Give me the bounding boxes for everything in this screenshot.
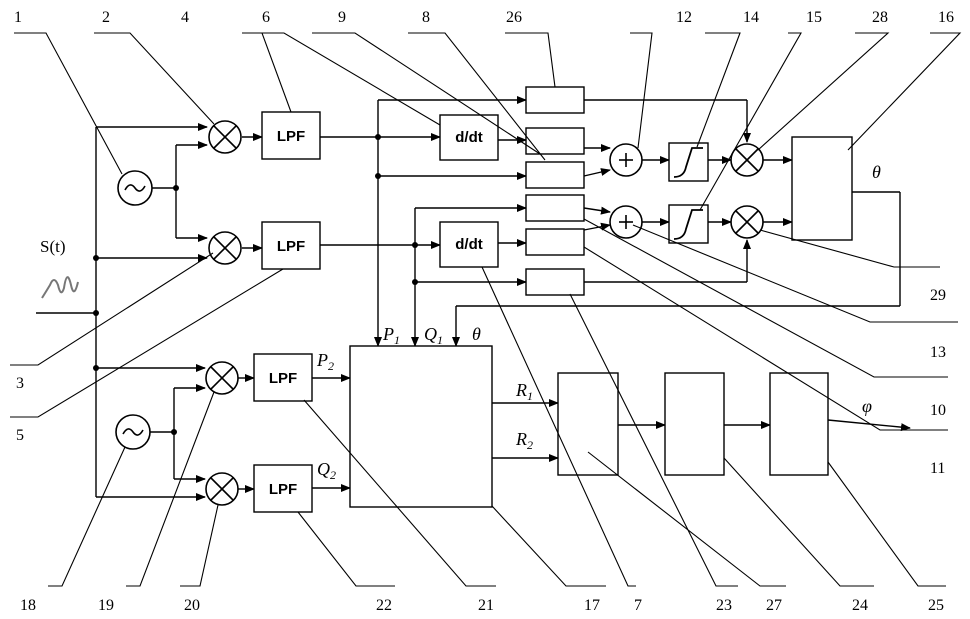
small-block-11 — [526, 269, 584, 295]
ref-number: 3 — [16, 375, 24, 392]
adder-13 — [610, 206, 642, 238]
ref-number: 5 — [16, 427, 24, 444]
ref-number: 26 — [506, 9, 522, 26]
q2-label: Q2 — [317, 459, 336, 482]
theta-output-label: θ — [872, 162, 881, 182]
mixer-20 — [206, 473, 238, 505]
ref-number: 27 — [766, 597, 782, 614]
theta-input-label: θ — [472, 324, 481, 344]
lpf-label-4: LPF — [277, 128, 305, 145]
ref-number: 20 — [184, 597, 200, 614]
ref-number: 6 — [262, 9, 270, 26]
small-block-10 — [526, 229, 584, 255]
mixer-3 — [209, 232, 241, 264]
ddt-label-7: d/dt — [455, 236, 483, 253]
mixer-19 — [206, 362, 238, 394]
ref-number: 1 — [14, 9, 22, 26]
ref-number: 21 — [478, 597, 494, 614]
ref-number: 14 — [743, 9, 759, 26]
ref-number: 9 — [338, 9, 346, 26]
mixer-29 — [731, 206, 763, 238]
ref-number: 4 — [181, 9, 189, 26]
ref-number: 17 — [584, 597, 600, 614]
input-signal-label: S(t) — [40, 237, 66, 256]
mixer-2 — [209, 121, 241, 153]
ref-number: 11 — [930, 460, 945, 477]
q1-label: Q1 — [424, 324, 443, 347]
lpf-label-21: LPF — [269, 481, 297, 498]
lpf-label-22: LPF — [269, 370, 297, 387]
ref-number: 2 — [102, 9, 110, 26]
adder-12 — [610, 144, 642, 176]
ref-number: 15 — [806, 9, 822, 26]
p2-label: P2 — [316, 350, 334, 373]
central-block-17 — [350, 346, 492, 507]
ref-number: 19 — [98, 597, 114, 614]
small-block-8 — [526, 162, 584, 188]
block-24 — [770, 373, 828, 475]
ddt-label-6: d/dt — [455, 129, 483, 146]
block-16 — [792, 137, 852, 240]
ref-number: 12 — [676, 9, 692, 26]
ref-number: 24 — [852, 597, 868, 614]
ref-number: 28 — [872, 9, 888, 26]
oscillator-1 — [118, 171, 152, 205]
block-23 — [558, 373, 618, 475]
r1-label: R1 — [515, 380, 533, 403]
phi-output-label: φ — [862, 396, 872, 416]
ref-number: 7 — [634, 597, 642, 614]
ref-number: 29 — [930, 287, 946, 304]
ref-number: 18 — [20, 597, 36, 614]
ref-number: 13 — [930, 344, 946, 361]
r2-label: R2 — [515, 429, 533, 452]
p1-label: P1 — [382, 324, 400, 347]
ref-number: 10 — [930, 402, 946, 419]
mixer-28 — [731, 144, 763, 176]
lpf-label-5: LPF — [277, 238, 305, 255]
small-block-13 — [526, 195, 584, 221]
oscillator-18 — [116, 415, 150, 449]
ref-number: 23 — [716, 597, 732, 614]
small-block-26 — [526, 87, 584, 113]
ref-number: 8 — [422, 9, 430, 26]
block-27 — [665, 373, 724, 475]
ref-number: 25 — [928, 597, 944, 614]
ref-number: 22 — [376, 597, 392, 614]
input-waveform-icon — [42, 277, 78, 298]
ref-number: 16 — [938, 9, 954, 26]
